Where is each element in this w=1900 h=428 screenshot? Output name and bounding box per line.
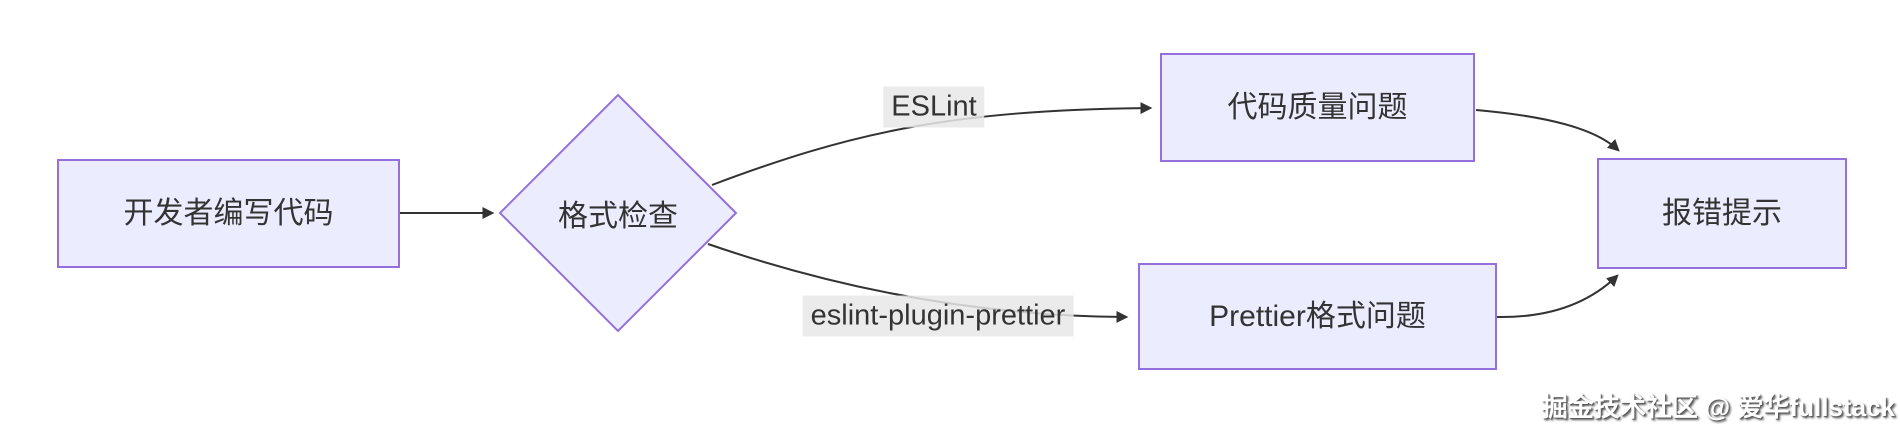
- edge-quality-to-error: [1475, 109, 1620, 152]
- edge-label-eslint-plugin-prettier: eslint-plugin-prettier: [802, 295, 1074, 337]
- edge-prettier-to-error: [1496, 274, 1619, 319]
- node-label: Prettier格式问题: [1209, 299, 1426, 333]
- edge-label-eslint: ESLint: [883, 86, 985, 128]
- node-code-quality-issues: 代码质量问题: [1160, 53, 1475, 162]
- node-label: 代码质量问题: [1227, 90, 1408, 124]
- watermark: 掘金技术社区 @ 爱华fullstack: [1541, 392, 1895, 422]
- node-format-check-diamond-shape: [498, 93, 738, 333]
- node-error-prompt: 报错提示: [1597, 158, 1847, 269]
- node-label: 报错提示: [1662, 196, 1782, 230]
- node-prettier-format-issues: Prettier格式问题: [1138, 263, 1497, 370]
- node-developer-writes-code: 开发者编写代码: [57, 159, 400, 268]
- node-label: 开发者编写代码: [123, 196, 334, 230]
- node-format-check-label: 格式检查: [558, 200, 678, 233]
- edge-check-to-quality: [711, 102, 1153, 186]
